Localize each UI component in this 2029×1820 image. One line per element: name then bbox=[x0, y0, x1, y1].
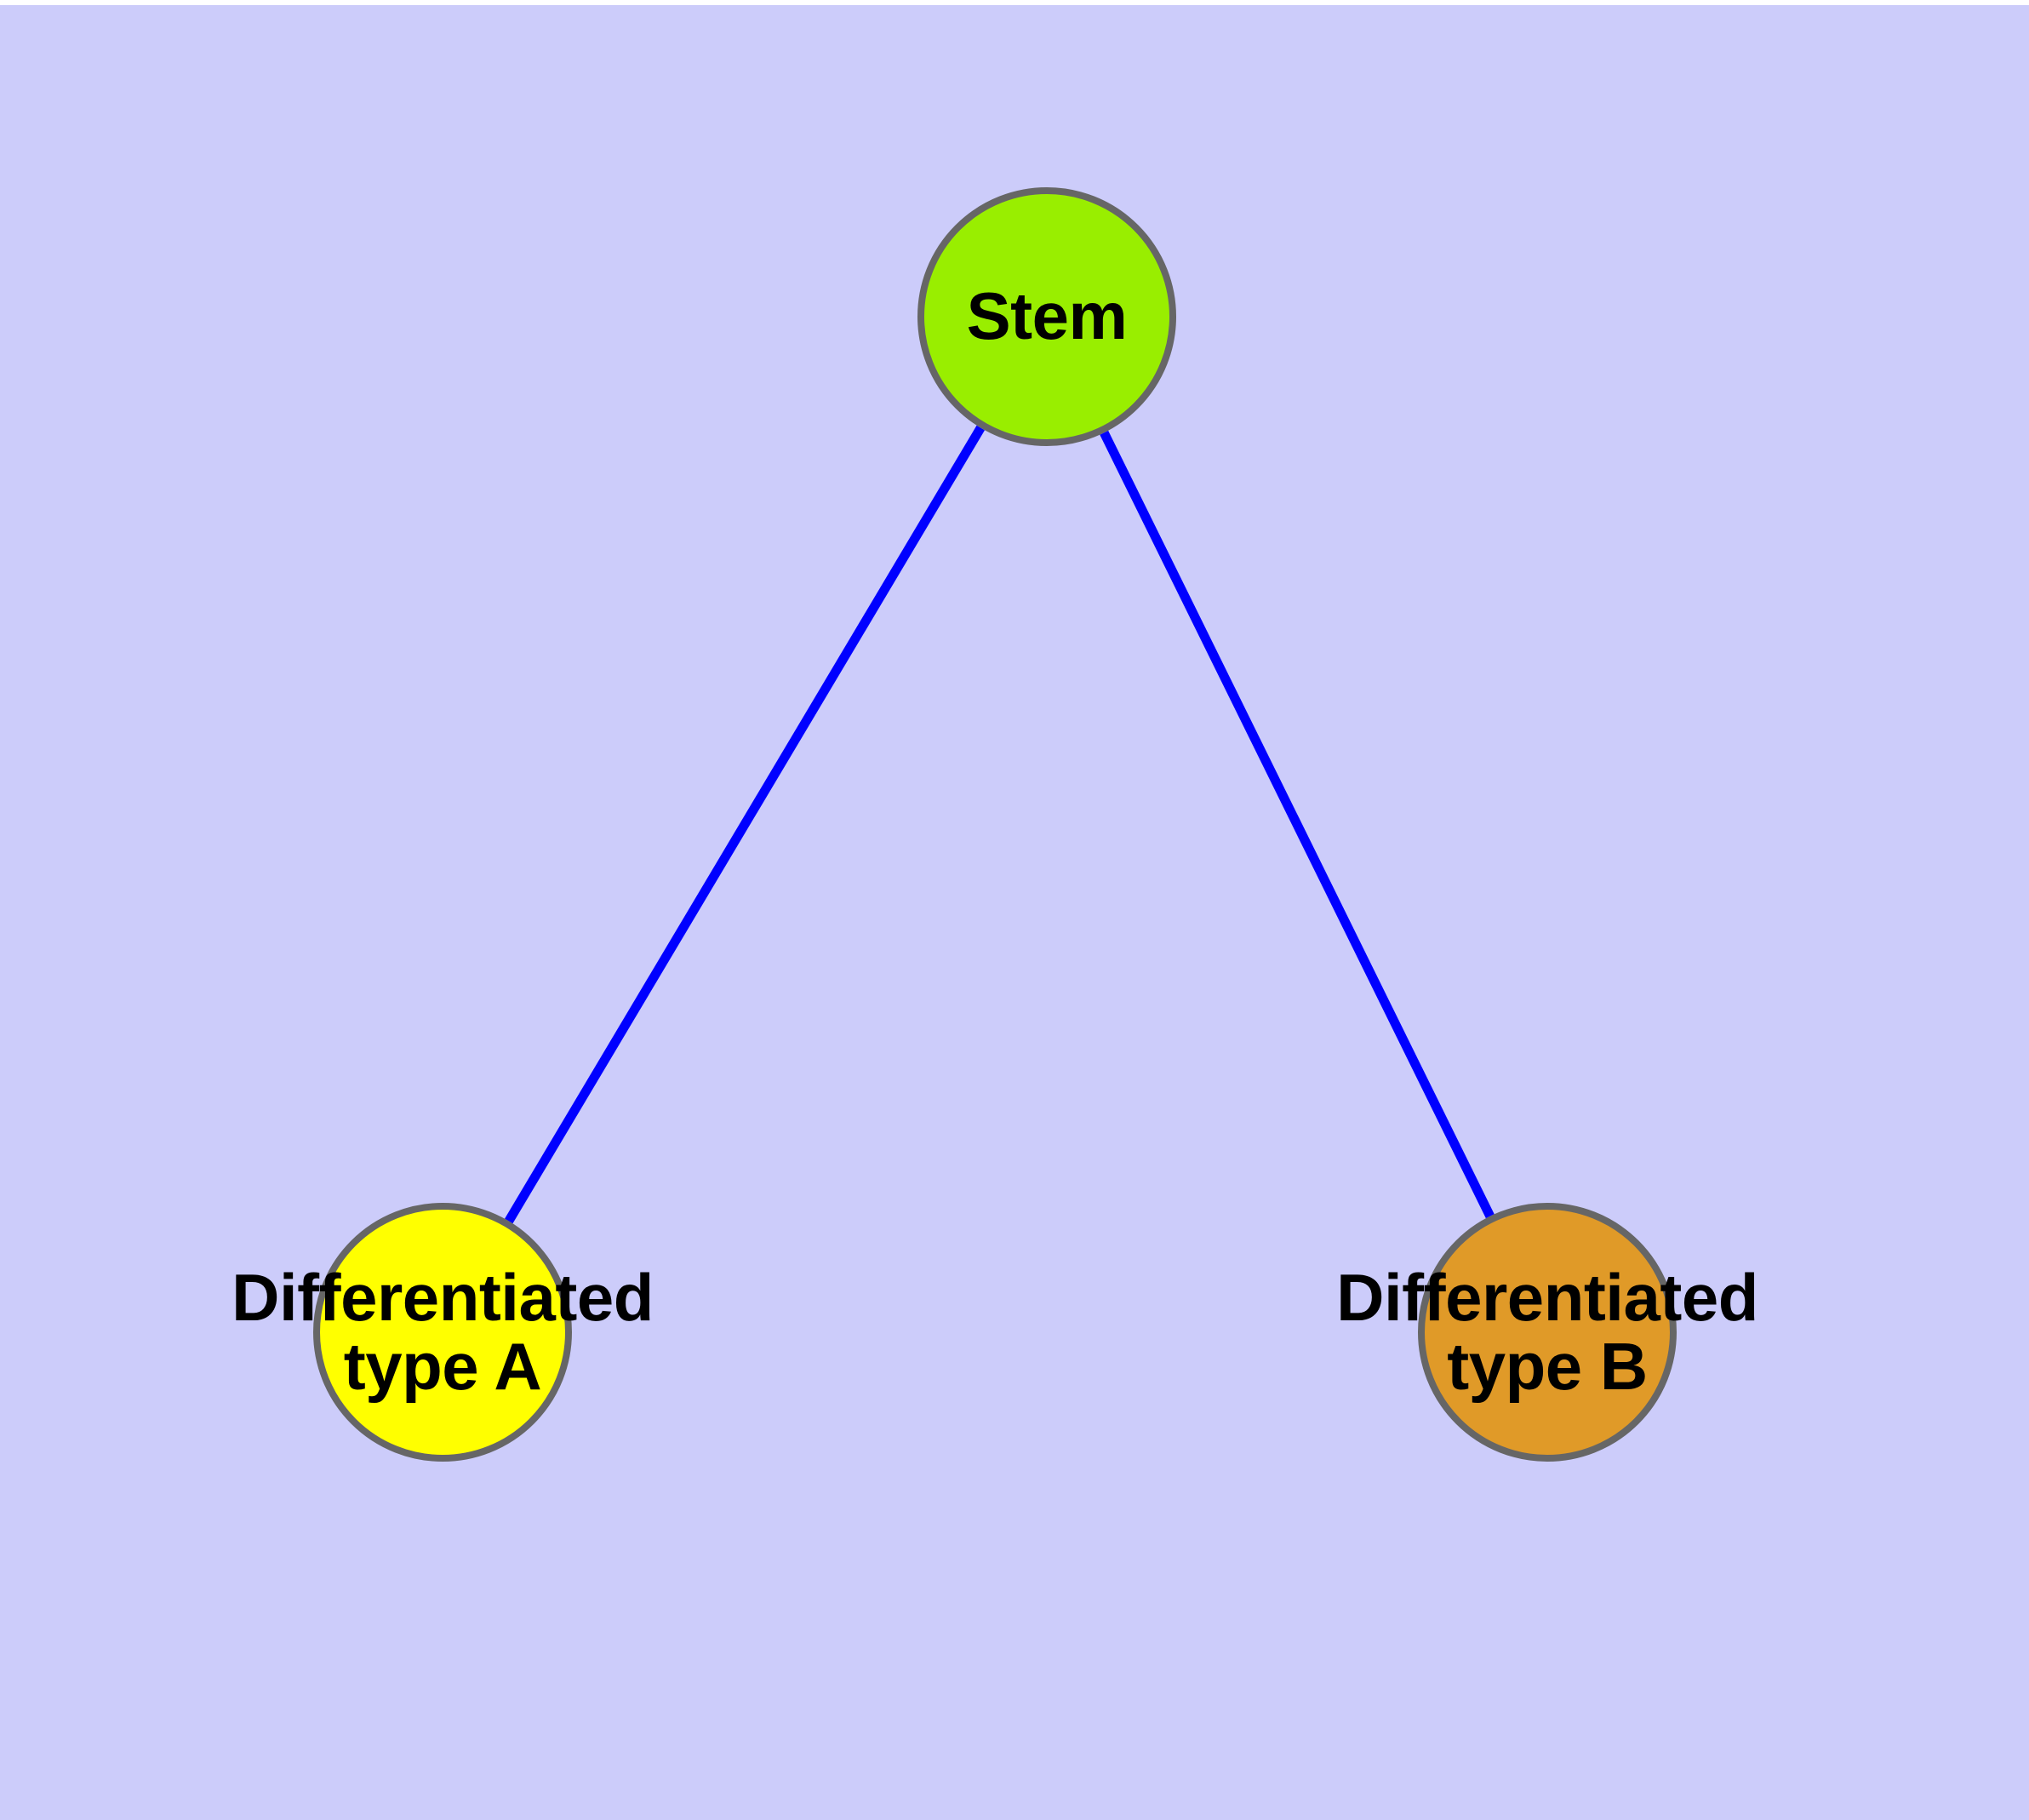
node-layer: Stem Differentiated type A Differentiate… bbox=[0, 5, 2029, 1820]
edge-layer bbox=[505, 425, 1495, 1224]
edge-stem-to-differentiated-type-a bbox=[505, 425, 985, 1224]
node-differentiated-type-b[interactable] bbox=[1418, 1203, 1677, 1462]
node-differentiated-type-a[interactable] bbox=[313, 1203, 572, 1462]
edge-stem-to-differentiated-type-b bbox=[1100, 430, 1495, 1219]
graph-surface: Stem Differentiated type A Differentiate… bbox=[0, 5, 2029, 1820]
node-stem[interactable] bbox=[917, 187, 1176, 446]
